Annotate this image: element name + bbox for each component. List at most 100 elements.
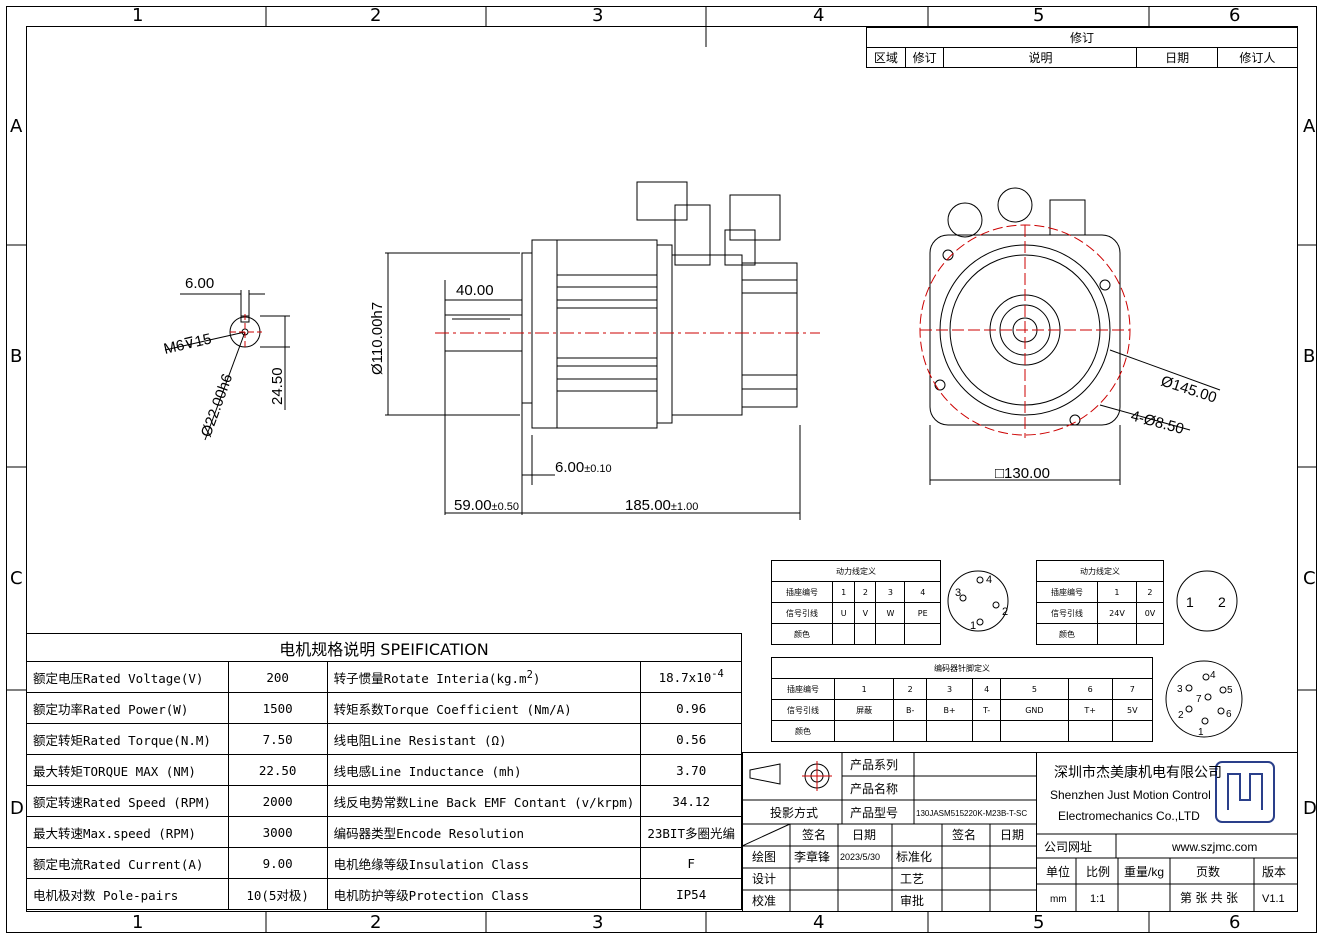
svg-text:投影方式: 投影方式	[770, 805, 818, 820]
svg-text:标准化: 标准化	[896, 850, 932, 864]
zone-col-1-bottom: 1	[132, 912, 144, 933]
motor-front-view: Ø145.00 4-Ø8.50 □130.00	[919, 187, 1221, 485]
spec-param-right: 转子惯量Rotate Interia(kg.m2)	[326, 661, 642, 693]
svg-text:1: 1	[1186, 594, 1194, 610]
svg-text:产品名称: 产品名称	[850, 781, 898, 796]
zone-col-2: 2	[370, 5, 382, 26]
front-power-connector	[947, 202, 983, 238]
dim-pilot-dia: Ø110.00h7	[370, 302, 386, 375]
spec-param-right: 电机防护等级Protection Class	[326, 878, 642, 910]
front-brake-connector	[1049, 199, 1086, 236]
svg-text:李章锋: 李章锋	[794, 849, 830, 864]
svg-text:4: 4	[1210, 670, 1216, 681]
zone-col-6-bottom: 6	[1229, 912, 1241, 933]
spec-param-left: 额定电流Rated Current(A)	[26, 847, 229, 879]
zone-col-5: 5	[1033, 5, 1045, 26]
svg-text:日期: 日期	[852, 828, 876, 842]
svg-text:绘图: 绘图	[752, 849, 776, 864]
spec-value-right: 18.7x10-4	[640, 661, 742, 693]
spec-value-left: 2000	[227, 785, 328, 817]
svg-text:6: 6	[1226, 709, 1232, 720]
zone-row-c-right: C	[1303, 568, 1316, 589]
svg-text:设计: 设计	[752, 872, 776, 886]
rev-col-rev: 修订	[904, 47, 945, 68]
zone-col-4: 4	[813, 5, 825, 26]
rev-col-zone: 区域	[866, 47, 906, 68]
spec-title: 电机规格说明 SPEIFICATION	[26, 633, 742, 662]
svg-text:130JASM515220K-M23B-T-SC: 130JASM515220K-M23B-T-SC	[916, 809, 1027, 818]
svg-text:重量/kg: 重量/kg	[1124, 865, 1164, 879]
svg-text:公司网址: 公司网址	[1044, 840, 1092, 854]
svg-text:工艺: 工艺	[900, 872, 924, 886]
dim-square: □130.00	[995, 465, 1050, 482]
rear-cover	[671, 254, 743, 416]
spec-value-left: 200	[227, 661, 328, 693]
rev-col-reviser: 修订人	[1216, 47, 1299, 68]
svg-text:日期: 日期	[1000, 828, 1024, 842]
zone-col-3-bottom: 3	[592, 912, 604, 933]
dim-key-length: 40.00	[456, 282, 494, 299]
zone-col-6: 6	[1229, 5, 1241, 26]
svg-text:1:1: 1:1	[1090, 893, 1105, 905]
svg-text:V1.1: V1.1	[1262, 893, 1285, 905]
motor-body	[556, 239, 658, 429]
spec-value-left: 1500	[227, 692, 328, 724]
zone-col-3: 3	[592, 5, 604, 26]
spec-param-left: 额定转矩Rated Torque(N.M)	[26, 723, 229, 755]
drawing-inner-frame	[26, 26, 1298, 912]
spec-value-right: F	[640, 847, 742, 879]
spec-value-left: 22.50	[227, 754, 328, 786]
spec-param-right: 线反电势常数Line Back EMF Contant (v/krpm)	[326, 785, 642, 817]
front-encoder-connector	[997, 187, 1033, 223]
svg-text:版本: 版本	[1262, 865, 1286, 879]
power-connector-pinout: 4 3 2 1	[947, 570, 1009, 632]
spec-param-left: 额定转速Rated Speed (RPM)	[26, 785, 229, 817]
svg-text:深圳市杰美康机电有限公司: 深圳市杰美康机电有限公司	[1054, 764, 1222, 780]
drawing-outer-frame	[6, 6, 1317, 933]
svg-text:签名: 签名	[802, 827, 826, 842]
brake-pin-title: 动力线定义	[1036, 560, 1164, 582]
svg-text:5: 5	[1227, 685, 1233, 696]
spec-value-right: 23BIT多圈光编	[640, 816, 742, 848]
spec-param-right: 线电阻Line Resistant (Ω)	[326, 723, 642, 755]
spec-param-right: 转矩系数Torque Coefficient (Nm/A)	[326, 692, 642, 724]
svg-text:第 张 共 张: 第 张 共 张	[1180, 891, 1238, 905]
svg-text:比例: 比例	[1086, 865, 1110, 879]
spec-param-left: 电机极对数 Pole-pairs	[26, 878, 229, 910]
spec-value-right: 3.70	[640, 754, 742, 786]
spec-value-right: 34.12	[640, 785, 742, 817]
svg-text:1: 1	[1198, 727, 1204, 738]
svg-text:产品系列: 产品系列	[850, 758, 898, 772]
dim-shaft-dia: Ø22.00h6	[198, 372, 237, 440]
zone-col-4-bottom: 4	[813, 912, 825, 933]
svg-text:Electromechanics Co.,LTD: Electromechanics Co.,LTD	[1058, 809, 1200, 823]
spec-value-left: 9.00	[227, 847, 328, 879]
zone-row-b: B	[10, 346, 23, 367]
svg-text:页数: 页数	[1196, 864, 1220, 879]
encoder-connector-base	[724, 229, 756, 266]
svg-text:产品型号: 产品型号	[850, 806, 898, 820]
spec-param-left: 最大转速Max.speed (RPM)	[26, 816, 229, 848]
rev-col-date: 日期	[1136, 47, 1218, 68]
dim-shaft-len: 59.00±0.50	[454, 497, 519, 514]
spec-value-right: 0.96	[640, 692, 742, 724]
svg-text:3: 3	[955, 587, 961, 599]
revision-table: 修订 区域 修订 说明 日期 修订人	[866, 27, 1299, 68]
svg-text:单位: 单位	[1046, 864, 1070, 879]
zone-col-1: 1	[132, 5, 144, 26]
spec-param-right: 编码器类型Encode Resolution	[326, 816, 642, 848]
svg-text:2023/5/30: 2023/5/30	[840, 852, 880, 862]
zone-row-c: C	[10, 568, 23, 589]
zone-row-d-right: D	[1303, 798, 1317, 819]
svg-text:1: 1	[970, 620, 976, 632]
zone-row-d: D	[10, 798, 24, 819]
zone-row-b-right: B	[1303, 346, 1316, 367]
